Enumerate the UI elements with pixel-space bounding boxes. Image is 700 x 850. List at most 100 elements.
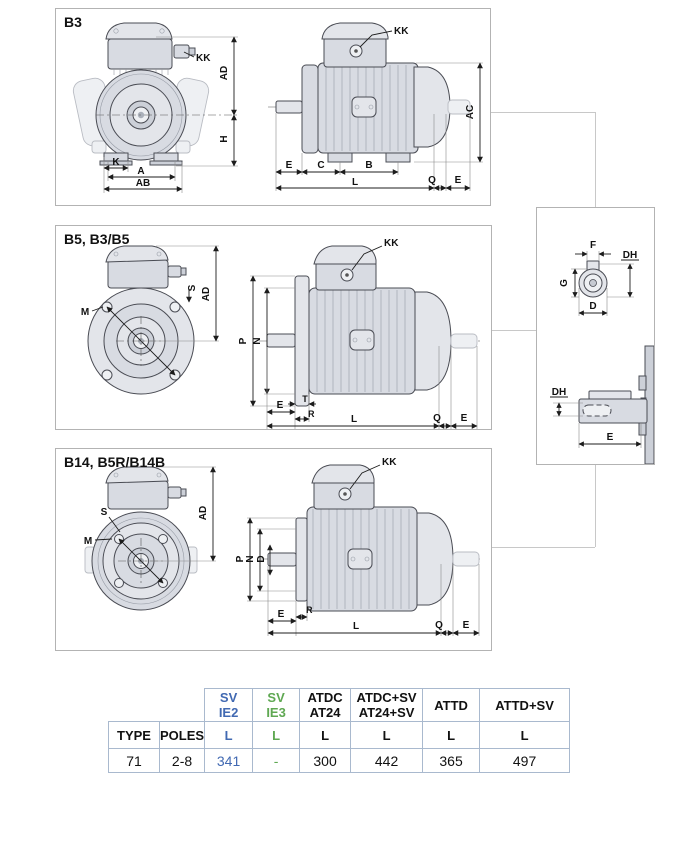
b3-drawing: KK AD H K A AB	[72, 22, 483, 193]
table-header-l: L	[299, 721, 352, 749]
dim-label-n: N	[252, 337, 263, 344]
dim-label-d: D	[256, 555, 267, 562]
dim-label-s: S	[101, 507, 108, 518]
table-group-header-atdc-at24: ATDC AT24	[299, 688, 352, 722]
table-cell-value: 300	[299, 748, 352, 773]
dim-label-e: E	[286, 160, 293, 171]
dim-label-h: H	[219, 135, 230, 142]
dim-label-f: F	[590, 240, 596, 251]
terminal-box-lid	[105, 22, 173, 40]
dim-label-ad: AD	[201, 287, 212, 301]
table-header-l: L	[252, 721, 301, 749]
dim-label-q: Q	[428, 175, 436, 186]
dim-label-l: L	[351, 414, 357, 425]
bolt-hole	[114, 578, 124, 588]
table-corner-blank	[109, 689, 160, 722]
table-cell-value: 497	[479, 748, 571, 773]
terminal-box-lid	[313, 245, 377, 265]
terminal-box	[107, 480, 169, 510]
cable-gland	[167, 265, 182, 278]
end-bell	[416, 512, 454, 606]
key	[588, 390, 632, 400]
dim-label-p: P	[235, 555, 246, 562]
dim-label-r: R	[306, 605, 313, 615]
dim-label-kk: KK	[384, 238, 399, 249]
dim-label-e: E	[607, 432, 614, 443]
dim-label-b: B	[365, 160, 372, 171]
panel-b3: B3	[55, 8, 491, 206]
bolt-hole	[158, 534, 168, 544]
dim-label-m: M	[81, 307, 89, 318]
b5-side-view: KK P N E T R	[238, 238, 480, 429]
dim-label-l: L	[352, 177, 358, 188]
nameplate	[351, 96, 377, 118]
shaft	[267, 552, 297, 567]
b14-side-view: KK P N D E R	[235, 457, 480, 636]
bearing-plate	[301, 64, 319, 154]
dim-label-e-rear: E	[461, 413, 468, 424]
panel-b5: B5, B3/B5	[55, 225, 492, 430]
foot	[385, 152, 411, 163]
dim-label-ac: AC	[465, 105, 476, 119]
dim-label-s: S	[187, 284, 198, 291]
table-group-header-atdc-sv: ATDC+SV AT24+SV	[350, 688, 424, 722]
table-cell-value: 341	[204, 748, 254, 773]
shaft-side-view: DH E	[550, 345, 654, 464]
connector-line	[492, 547, 595, 548]
terminal-box-lid	[105, 466, 169, 484]
panel-title-b5: B5, B3/B5	[64, 231, 130, 247]
terminal-box	[107, 259, 169, 289]
b5-front-view: M S AD	[81, 245, 219, 395]
shaft-end-view: F DH G D	[559, 240, 639, 316]
connector-line	[492, 330, 536, 331]
table-header-l: L	[422, 721, 481, 749]
dim-label-q: Q	[433, 413, 441, 424]
rear-shaft-ghost	[452, 551, 480, 567]
connector-line	[491, 112, 595, 113]
terminal-box-lid	[105, 245, 169, 263]
panel-shaft-detail: F DH G D	[536, 207, 655, 465]
foot	[327, 152, 353, 163]
end-bell	[413, 66, 451, 148]
table-cell-value: 365	[422, 748, 481, 773]
table-cell-poles: 2-8	[158, 748, 206, 773]
table-row: 71 2-8 341 - 300 442 365 497	[108, 748, 571, 773]
dim-label-n: N	[245, 555, 256, 562]
dim-label-e: E	[277, 400, 284, 411]
dim-label-m: M	[84, 536, 92, 547]
table-cell-type: 71	[108, 748, 160, 773]
flange-disc	[294, 275, 310, 407]
table-header-l: L	[204, 721, 254, 749]
rear-shaft-ghost	[447, 99, 471, 115]
keyway-hidden	[582, 404, 612, 417]
table-header-poles: POLES	[158, 721, 206, 749]
table-header-l: L	[350, 721, 424, 749]
dim-label-ad: AD	[219, 66, 230, 80]
table-cell-value: -	[252, 748, 301, 773]
shaft	[266, 333, 296, 348]
terminal-box-lid	[311, 464, 375, 484]
dim-label-r: R	[308, 409, 315, 419]
dim-label-dh-side: DH	[552, 387, 566, 398]
connector-line	[595, 112, 596, 207]
shaft	[275, 100, 303, 114]
connector-line	[595, 465, 596, 547]
dim-label-dh: DH	[623, 250, 637, 261]
end-bell	[414, 291, 452, 391]
table-group-header-sv-ie2: SV IE2	[204, 688, 254, 722]
cable-gland	[167, 486, 182, 499]
bolt-hole	[169, 301, 181, 313]
dimension-table: SV IE2 SV IE3 ATDC AT24 ATDC+SV AT24+SV …	[108, 688, 571, 773]
dim-label-q: Q	[435, 620, 443, 631]
dim-label-g: G	[559, 279, 570, 287]
b14-drawing: S M AD	[84, 457, 480, 636]
table-group-header-attd-sv: ATTD+SV	[479, 688, 571, 722]
terminal-box	[107, 38, 173, 70]
terminal-box-lid	[321, 22, 389, 40]
table-corner-blank	[160, 689, 205, 722]
panel-b14: B14, B5R/B14B	[55, 448, 492, 651]
dim-label-ab: AB	[136, 178, 150, 189]
table-header-l: L	[479, 721, 571, 749]
shaft-detail-drawing: F DH G D	[550, 240, 654, 464]
